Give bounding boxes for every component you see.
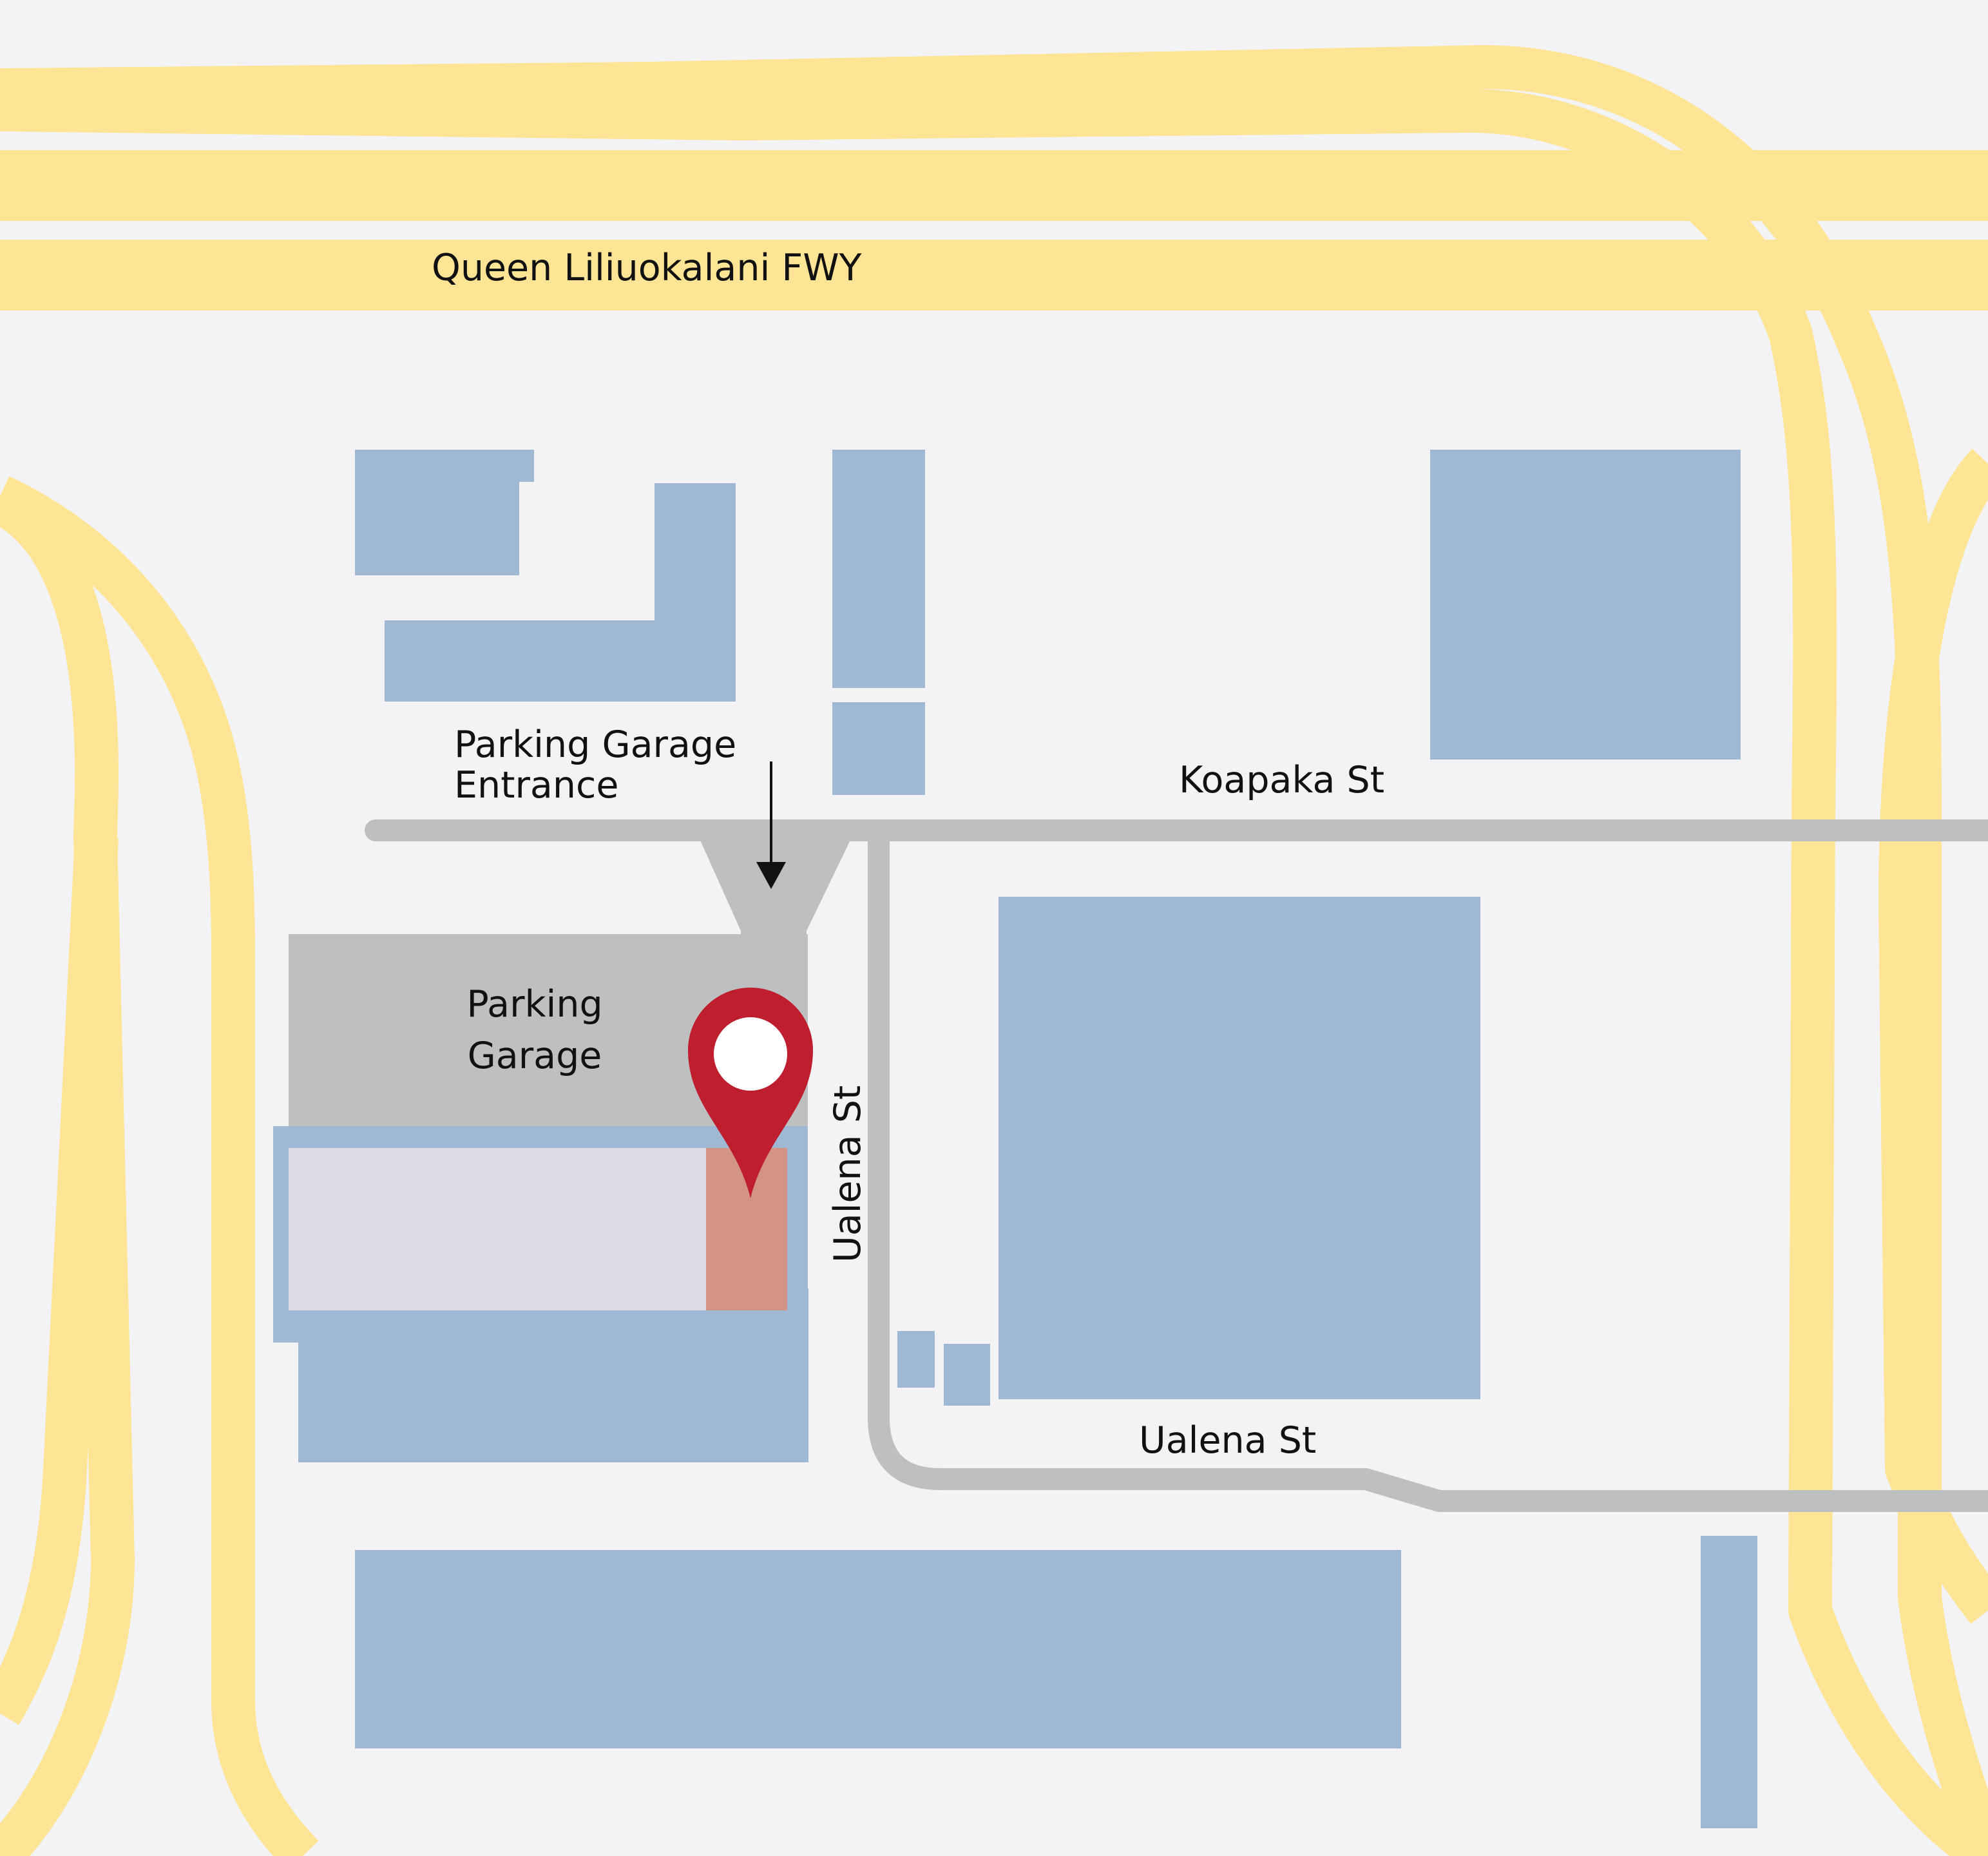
freeway-ramp-west-outer bbox=[0, 476, 319, 1856]
freeway-ramp-east-curve bbox=[1878, 448, 1988, 1624]
koapaka-st-label: Koapaka St bbox=[1179, 759, 1384, 801]
garage-entrance-label-line2: Entrance bbox=[454, 764, 618, 807]
ualena-st-label-horizontal: Ualena St bbox=[1139, 1419, 1316, 1462]
building-nw-2 bbox=[385, 483, 736, 702]
freeway-label: Queen Liliuokalani FWY bbox=[432, 247, 862, 289]
streets bbox=[365, 819, 1988, 1512]
garage-label-line1: Parking bbox=[466, 983, 602, 1026]
building-n-tall bbox=[832, 450, 925, 688]
freeway-ramp-west-loop bbox=[0, 836, 119, 1725]
map-pin-icon[interactable] bbox=[688, 988, 813, 1198]
building-nw-1 bbox=[355, 450, 534, 575]
ualena-st-label-vertical: Ualena St bbox=[827, 1086, 869, 1263]
building-south-long bbox=[355, 1550, 1401, 1748]
building-small-1 bbox=[897, 1331, 935, 1388]
terminal-hall bbox=[289, 1148, 706, 1310]
freeway-main-lanes bbox=[0, 150, 1988, 311]
building-center-large bbox=[999, 897, 1480, 1399]
garage-label-line2: Garage bbox=[468, 1035, 602, 1077]
freeway-lane-3 bbox=[0, 240, 1988, 311]
garage-entrance-label-line1: Parking Garage bbox=[454, 723, 736, 766]
freeway-ramp-north bbox=[0, 45, 1988, 1856]
freeway-lane-2 bbox=[0, 150, 1988, 221]
arrow-down-icon bbox=[756, 761, 786, 889]
building-se-narrow bbox=[1701, 1536, 1757, 1828]
garage-entrance-ramp bbox=[699, 837, 852, 941]
buildings bbox=[298, 450, 1757, 1828]
building-ne bbox=[1430, 450, 1741, 760]
street-ualena bbox=[868, 819, 1988, 1512]
building-n-small bbox=[832, 702, 925, 795]
freeway-ramp-west-inner bbox=[0, 483, 135, 1856]
building-small-2 bbox=[944, 1344, 990, 1406]
